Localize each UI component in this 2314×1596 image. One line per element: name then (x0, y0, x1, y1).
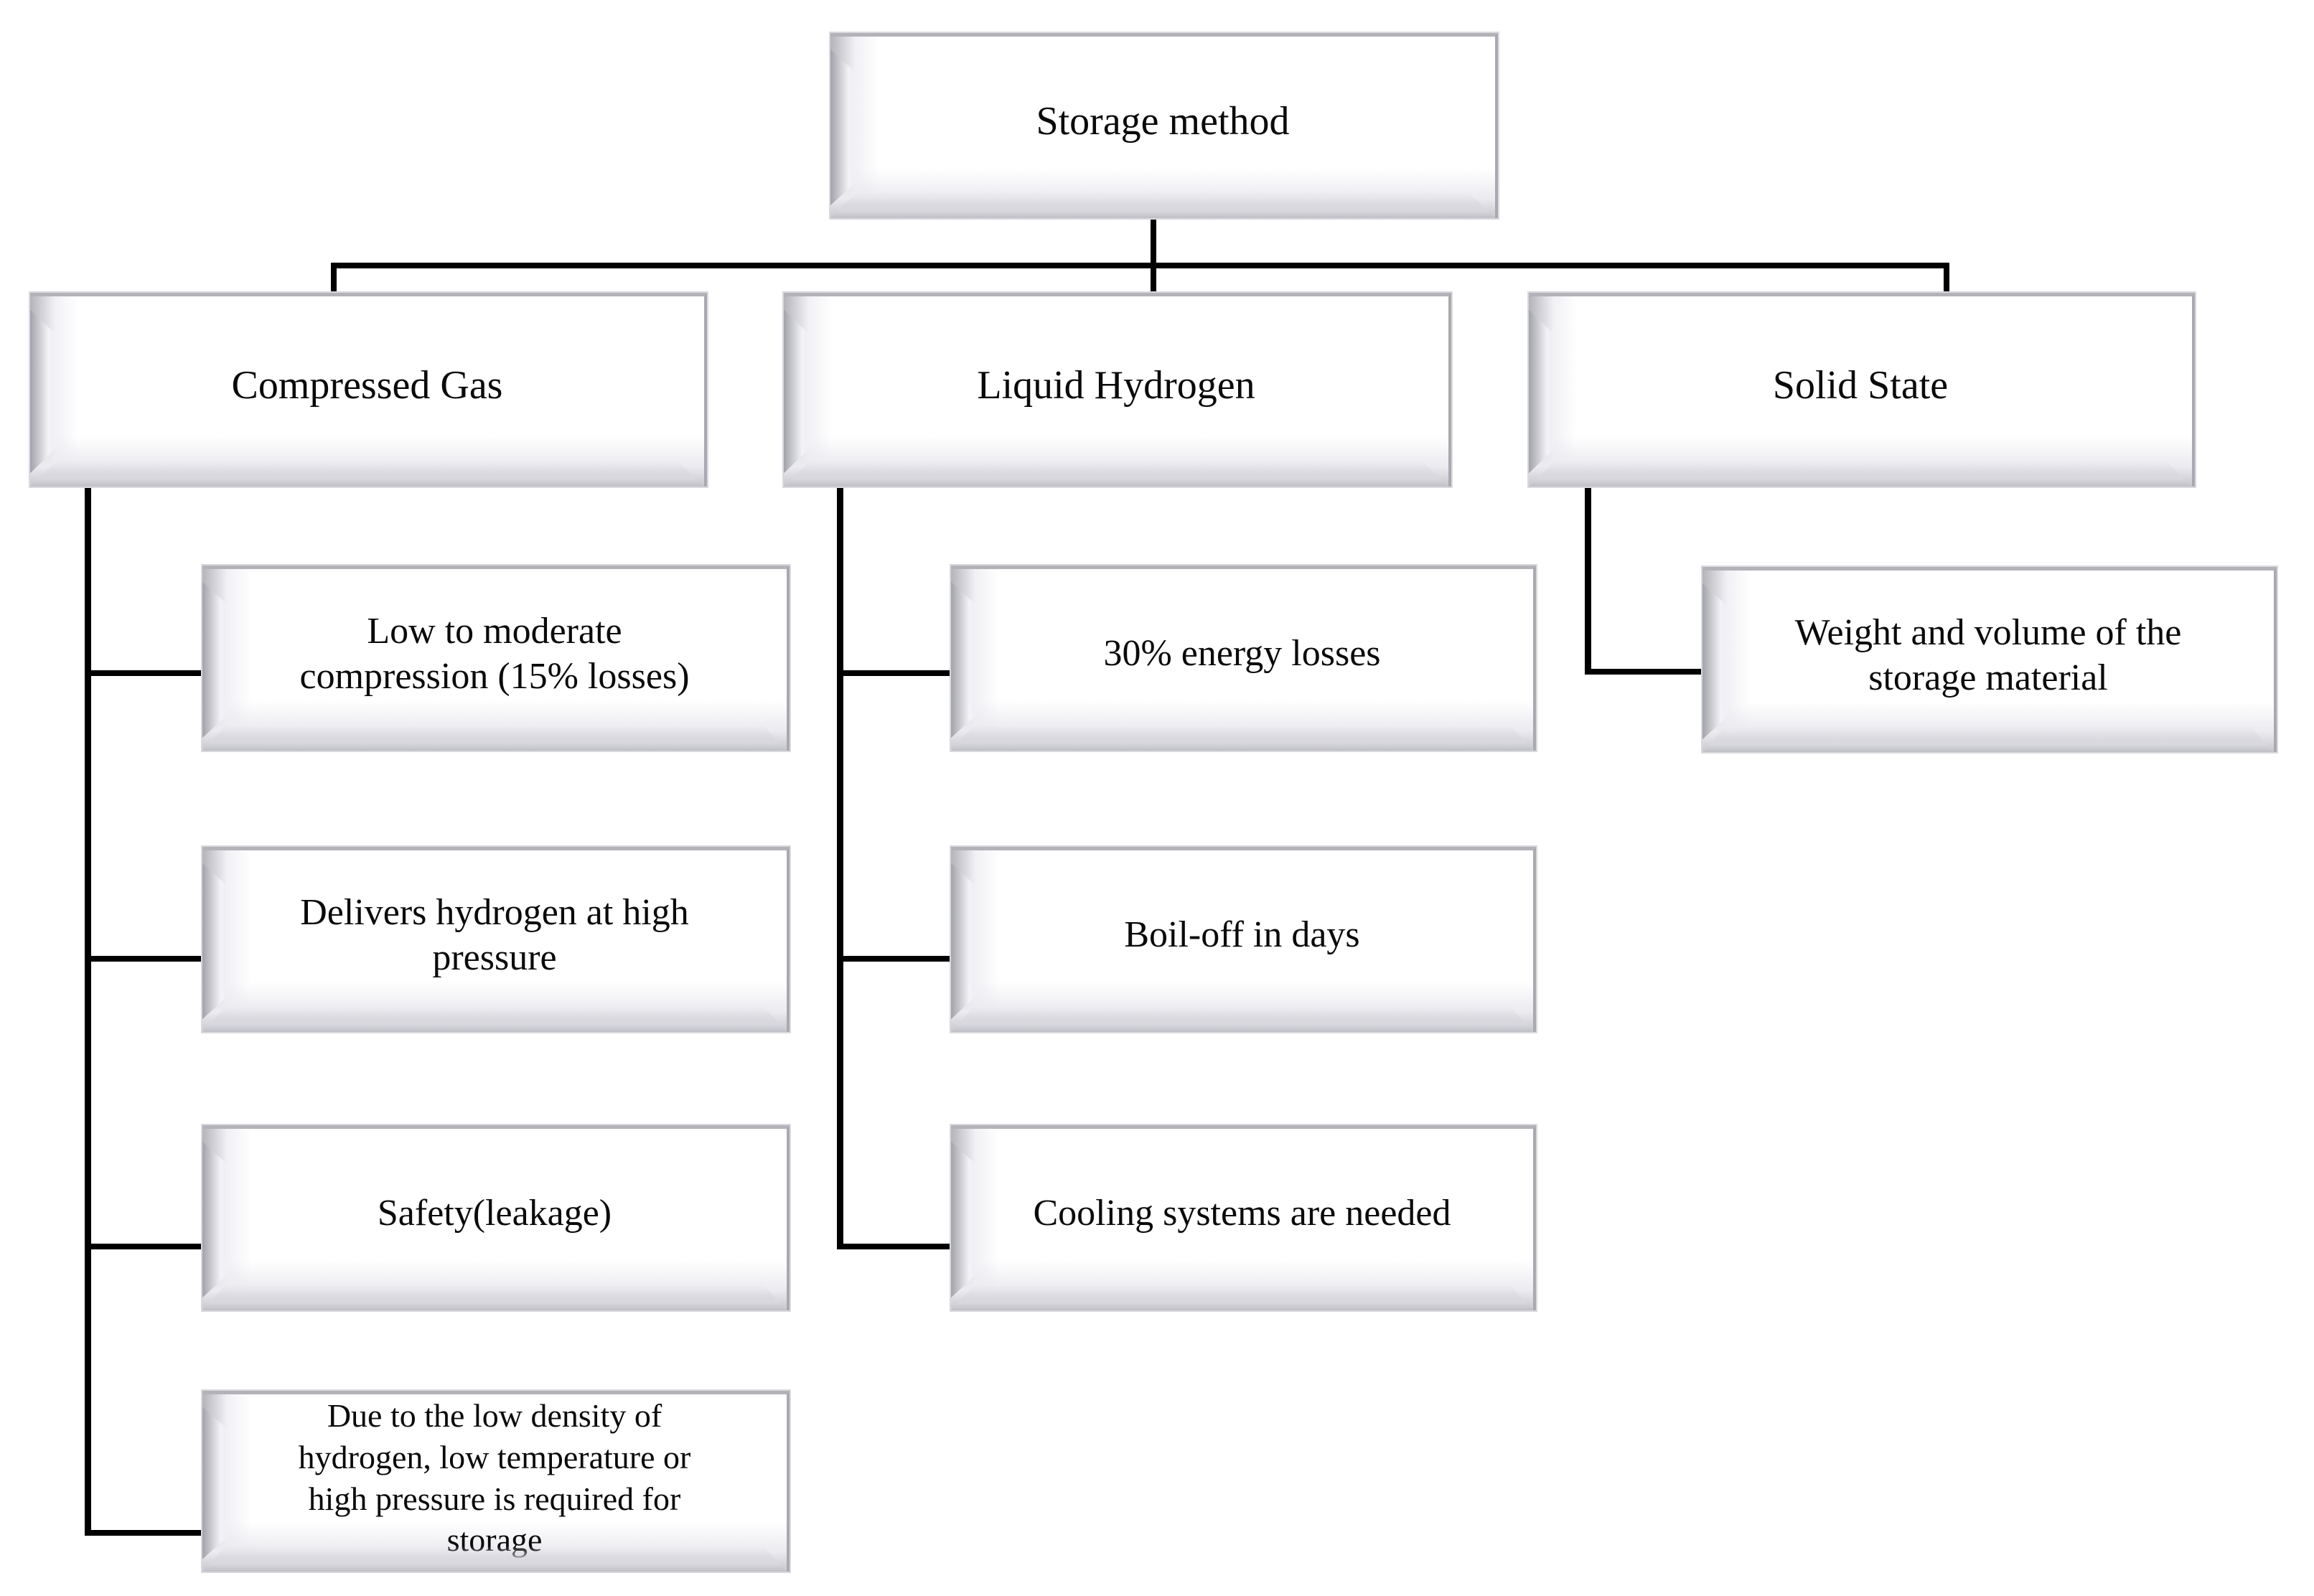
node-lh-energy-losses: 30% energy losses (951, 565, 1536, 751)
node-liquid-hydrogen: Liquid Hydrogen (784, 293, 1451, 487)
node-cg-low-to-moderate-compression: Low to moderate compression (15% losses) (202, 565, 790, 751)
connector-lh-elbow-3 (840, 1244, 956, 1249)
connector-drop-liquid (1151, 263, 1156, 300)
node-storage-method: Storage method (830, 33, 1498, 218)
node-ss-weight-volume: Weight and volume of the storage materia… (1702, 567, 2277, 752)
node-cg-safety-leakage: Safety(leakage) (202, 1125, 790, 1310)
connector-ss-trunk (1585, 485, 1591, 675)
connector-ss-elbow-1 (1588, 669, 1706, 675)
connector-branch-bar (331, 263, 1949, 268)
connector-cg-elbow-4 (88, 1530, 208, 1536)
node-lh-cooling-systems: Cooling systems are needed (951, 1125, 1536, 1310)
connector-drop-compressed (331, 263, 337, 300)
connector-cg-trunk (85, 482, 91, 1536)
node-lh-boil-off: Boil-off in days (951, 847, 1536, 1032)
connector-lh-elbow-2 (840, 956, 956, 962)
node-cg-delivers-high-pressure: Delivers hydrogen at high pressure (202, 847, 790, 1032)
connector-cg-elbow-1 (88, 670, 208, 676)
node-solid-state: Solid State (1529, 293, 2195, 487)
node-compressed-gas: Compressed Gas (30, 293, 707, 487)
connector-root-stem (1151, 215, 1156, 267)
connector-drop-solid (1944, 263, 1949, 300)
connector-cg-elbow-2 (88, 956, 208, 962)
connector-lh-trunk (837, 482, 843, 1249)
connector-cg-elbow-3 (88, 1244, 208, 1249)
connector-lh-elbow-1 (840, 670, 956, 676)
node-cg-low-density-storage-requirement: Due to the low density of hydrogen, low … (202, 1391, 790, 1572)
